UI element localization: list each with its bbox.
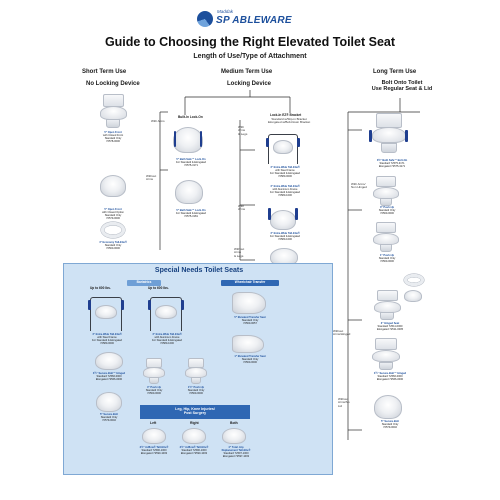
product-photo-m3 — [268, 134, 298, 164]
special-photo-p2 — [150, 297, 182, 331]
tab-bariatrics[interactable]: Bariatrics — [127, 280, 161, 286]
injury-subsection-title: Leg, Hip, Knee Injuries/ Post Surgery — [140, 405, 250, 419]
seat-shape — [155, 305, 177, 319]
up-to-left: Up to 600 lbs. — [90, 286, 111, 290]
armrest-icon — [181, 300, 184, 310]
without-arms-legs-label: Without Arms & Legs — [234, 247, 245, 258]
page-subtitle: Length of Use/Type of Attachment — [193, 53, 307, 60]
brand-maddak: Maddak — [217, 9, 234, 14]
special-photo-p4 — [232, 335, 264, 353]
side-caption-both: 4" Total -Hip Replacement Tall-Ette®Stan… — [221, 446, 251, 459]
lock-in-label: Lock-In EZ® Bracket — [270, 113, 302, 117]
long-term-sub: Bolt Onto Toilet Use Regular Seat & Lid — [371, 80, 433, 92]
lock-in-sub-label: Standard w/Slip-in Bracket Elongated w/B… — [268, 117, 311, 125]
armrest-icon — [121, 300, 124, 310]
product-photo-s3 — [101, 222, 125, 238]
without-arms-label: Without Arms — [146, 174, 157, 182]
armrest-icon — [295, 208, 298, 220]
product-photo-l3 — [372, 222, 400, 252]
medium-term-head: Medium Term Use — [221, 69, 273, 75]
seat-shape — [95, 305, 117, 319]
special-photo-p3 — [232, 292, 266, 314]
special-photo-p7 — [95, 352, 123, 370]
product-photo-m2 — [175, 180, 203, 204]
side-right-label: Right — [190, 421, 199, 425]
with-arms-legs-label: With Arms & Legs — [238, 125, 248, 136]
armrest-icon — [200, 131, 202, 147]
armrest-icon — [268, 208, 271, 220]
special-photo-p6 — [184, 358, 208, 384]
armrest-icon — [405, 130, 408, 142]
side-left-label: Left — [150, 421, 157, 425]
built-in-label: Built-In Lock-On — [178, 115, 203, 119]
product-photo-m1 — [173, 127, 203, 153]
product-caption-m3: 4" Extra-Wide Tall-Ette®with Steel Frame… — [270, 166, 300, 179]
armrest-icon — [174, 131, 176, 147]
with-arms-label-2: With Arms — [238, 204, 245, 212]
seat-shape — [273, 140, 293, 154]
tab-wheelchair-transfer[interactable]: Wheelchair Transfer — [221, 280, 279, 286]
side-photo-both — [222, 428, 246, 444]
armrest-icon — [369, 130, 372, 142]
without-arms-no-lid-label: Without Arms/No Lid — [338, 397, 350, 408]
product-photo-l1 — [370, 113, 408, 153]
armrest-icon — [148, 300, 151, 310]
page-title: Guide to Choosing the Right Elevated Toi… — [104, 35, 396, 49]
long-term-head: Long Term Use — [373, 69, 417, 75]
short-term-head: Short Term Use — [82, 69, 127, 75]
product-caption-m4: 4" Extra-Wide Tall-Ette®with Aluminum Fr… — [270, 185, 300, 198]
seat-image-b — [404, 290, 422, 302]
product-photo-l2 — [372, 176, 400, 206]
medium-term-sub: Locking Device — [227, 81, 272, 87]
product-caption-s3: 4" Economy Tall-Ette®Standard Only 72560… — [99, 241, 127, 251]
side-both-label: Both — [230, 421, 238, 425]
product-photo-l6 — [374, 395, 402, 419]
side-photo-left — [142, 428, 166, 444]
product-photo-s1 — [98, 94, 128, 128]
product-photo-l4 — [372, 290, 402, 320]
special-needs-title: Special Needs Toilet Seats — [154, 267, 244, 274]
side-photo-right — [182, 428, 206, 444]
special-caption-p1: 4" Extra-Wide Tall-Ette®with Steel Frame… — [92, 333, 122, 346]
with-arms-label: With Arms — [151, 119, 165, 123]
armrest-icon — [88, 300, 91, 310]
without-arms-hinged-label: Without Arms/Hinged — [333, 329, 351, 337]
product-photo-m5 — [270, 210, 296, 230]
product-photo-l5 — [370, 338, 402, 370]
special-photo-p8 — [96, 392, 122, 412]
up-to-right: Up to 600 lbs. — [148, 286, 169, 290]
special-photo-p5 — [142, 358, 166, 384]
with-arms-hinged-label: With Arms/ Non Hinged — [351, 182, 367, 190]
special-caption-p2: 4" Extra-Wide Tall-Ette®with Aluminum Fr… — [152, 333, 182, 346]
side-caption-left: 3½" Adflow® Tall-Ette®Standard 72590-100… — [139, 446, 169, 456]
product-caption-m5: 4" Extra-Wide Tall-Ette®For Standard & E… — [270, 232, 300, 242]
brand-name: SP ABLEWARE — [216, 15, 292, 26]
product-photo-s2 — [100, 175, 126, 197]
brand-logo: Maddak SP ABLEWARE — [197, 9, 305, 31]
armrest-icon — [266, 138, 269, 147]
brand-swoosh-icon — [197, 11, 213, 27]
short-term-sub: No Locking Device — [86, 81, 140, 87]
armrest-icon — [297, 138, 300, 147]
side-caption-right: 3½" Adflow® Tall-Ette®Standard 72590-100… — [179, 446, 209, 456]
ring-image-a — [404, 274, 424, 286]
special-photo-p1 — [90, 297, 122, 331]
